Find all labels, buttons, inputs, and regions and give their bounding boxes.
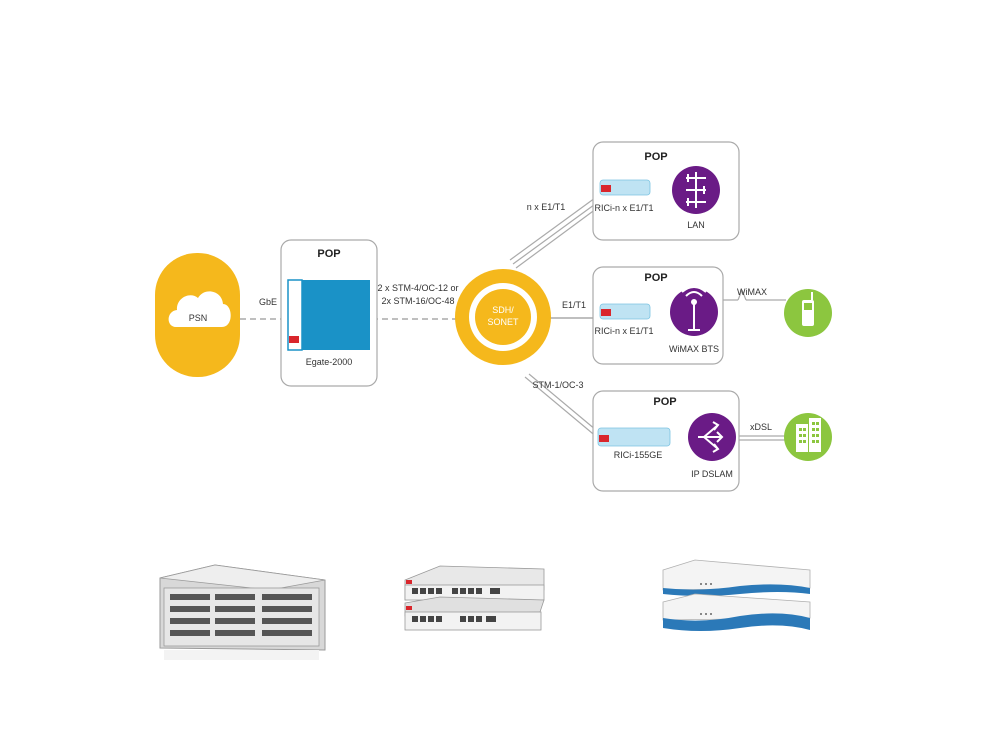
modem-leds xyxy=(700,583,712,615)
cloud-icon xyxy=(168,291,231,327)
sdh-label-1: SDH/ xyxy=(492,305,514,315)
switch-upper-ports xyxy=(412,588,500,594)
link-stm-label-2: 2x STM-16/OC-48 xyxy=(381,296,454,306)
rad-tag xyxy=(289,336,299,343)
link-e1t1-label: E1/T1 xyxy=(562,300,586,310)
rad-tag xyxy=(406,580,412,584)
endpoint-dsl xyxy=(784,413,832,461)
rici-device-wimax xyxy=(599,303,651,320)
links xyxy=(240,187,787,441)
rad-tag xyxy=(601,185,611,192)
ip-dslam-label: IP DSLAM xyxy=(691,469,733,479)
link-nxe1t1-label: n x E1/T1 xyxy=(527,202,566,212)
pop-lan: POP RICi-n x E1/T1 LAN xyxy=(592,141,740,241)
egate-device-panel xyxy=(287,279,303,351)
antenna-dot xyxy=(691,299,697,305)
psn-node: PSN xyxy=(155,253,240,377)
switch-lower-ports xyxy=(412,616,496,622)
rad-tag xyxy=(599,435,609,442)
rad-tag xyxy=(601,309,611,316)
product-egate-chassis xyxy=(159,564,326,660)
building-windows xyxy=(799,422,819,443)
lan-switch-glyph xyxy=(686,172,706,208)
link-sdh-dslam xyxy=(524,376,599,439)
rad-tag xyxy=(406,606,412,610)
rici-device-lan xyxy=(599,179,651,196)
rack-chassis-slots xyxy=(170,594,312,636)
link-sdh-lan-b xyxy=(512,201,599,265)
pop-lan-box xyxy=(592,141,740,241)
rici-label-wimax: RICi-n x E1/T1 xyxy=(594,326,653,336)
egate-label: Egate-2000 xyxy=(306,357,353,367)
rack-chassis-top xyxy=(159,564,326,591)
pop-main-title: POP xyxy=(317,248,340,260)
pop-wimax: POP RICi-n x E1/T1 WiMAX BTS xyxy=(592,266,724,365)
sdh-label-2: SONET xyxy=(487,317,519,327)
pop-dslam: POP RICi-155GE IP DSLAM xyxy=(592,390,740,492)
link-stm1-label: STM-1/OC-3 xyxy=(532,380,583,390)
pop-lan-title: POP xyxy=(644,151,667,163)
endpoint-wimax xyxy=(784,289,832,337)
phone-screen xyxy=(804,303,812,310)
sdh-sonet-ring: SDH/ SONET xyxy=(455,269,551,365)
link-wimax-label: WiMAX xyxy=(737,287,767,297)
dslam-arrows-glyph xyxy=(698,421,724,453)
pop-dslam-title: POP xyxy=(653,396,676,408)
link-gbe-label: GbE xyxy=(259,297,277,307)
rici-label-dslam: RICi-155GE xyxy=(614,450,663,460)
stacked-modem-icon xyxy=(662,559,811,591)
modem-lower-band xyxy=(663,613,810,631)
rici-label-lan: RICi-n x E1/T1 xyxy=(594,203,653,213)
phone-antenna xyxy=(811,292,813,300)
sdh-inner-circle xyxy=(475,289,531,345)
product-rici-units xyxy=(404,565,545,631)
link-wimax-phone-zig2 xyxy=(741,289,747,301)
rack-chassis-reflection xyxy=(164,650,319,660)
wimax-bts-label: WiMAX BTS xyxy=(669,344,719,354)
product-white-blue-units xyxy=(662,559,811,631)
psn-label: PSN xyxy=(189,313,208,323)
link-stm-label-1: 2 x STM-4/OC-12 or xyxy=(377,283,458,293)
link-sdh-lan-c xyxy=(515,205,601,269)
link-sdh-lan-a xyxy=(509,197,596,261)
link-sdh-dslam-b xyxy=(528,373,603,436)
rici-device-dslam xyxy=(597,427,671,447)
lan-label: LAN xyxy=(687,220,705,230)
link-xdsl-label: xDSL xyxy=(750,422,772,432)
pop-wimax-title: POP xyxy=(644,272,667,284)
antenna-glyph xyxy=(681,286,707,331)
pop-main: POP Egate-2000 xyxy=(280,239,378,387)
link-wimax-phone-zig xyxy=(737,289,743,301)
modem-upper-band xyxy=(663,584,810,596)
